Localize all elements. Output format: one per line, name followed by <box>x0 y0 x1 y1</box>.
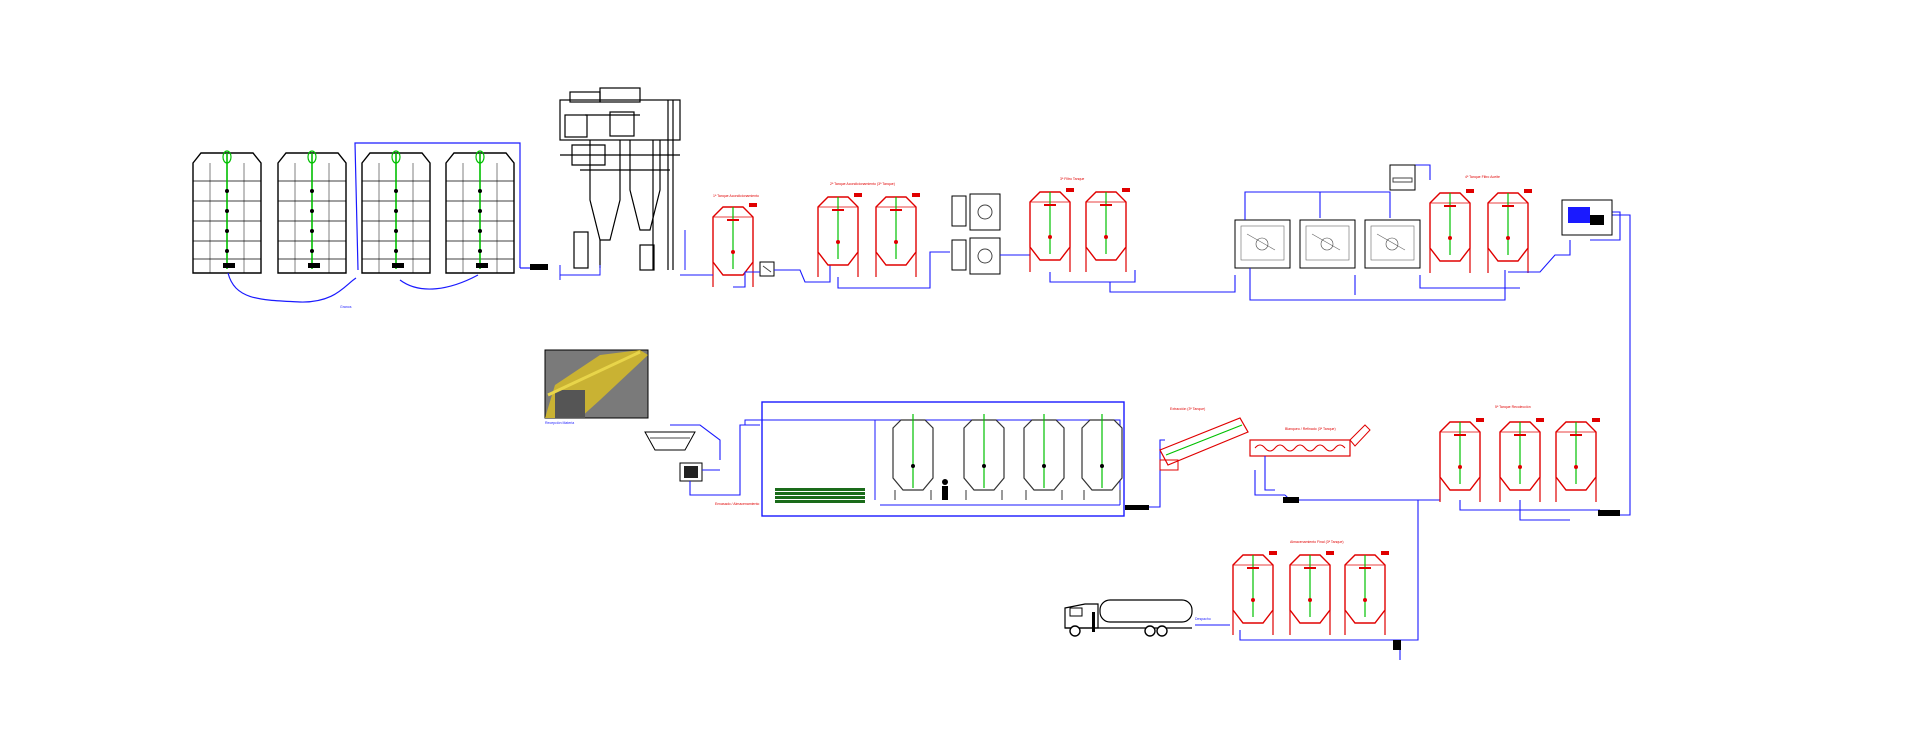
red-group-9-label: Almacenamiento Final (3ª Tanque) <box>1290 540 1344 544</box>
photo-icon <box>544 349 649 419</box>
pipe-segment <box>1264 456 1441 501</box>
conveyor-icon <box>644 431 703 482</box>
tank-icon <box>1029 187 1131 273</box>
tank-icon <box>1429 188 1533 274</box>
tank-icon <box>1439 417 1601 503</box>
pump-icon <box>1561 199 1613 236</box>
pipe-segment <box>1149 439 1285 508</box>
red-group-7-label: Extracción (3ª Tanque) <box>1170 407 1205 411</box>
heat-exchanger <box>775 488 865 503</box>
filter-press-icon <box>951 193 1001 275</box>
processing-tower <box>559 87 681 271</box>
pipe-segment <box>1244 164 1520 301</box>
red-group-2-label: 2ª Tanque Acondicionamiento (3ª Tanque) <box>830 182 895 186</box>
pipe-segment <box>1195 624 1401 660</box>
pipe-segment <box>670 424 760 496</box>
conveyor-icon <box>1159 417 1371 471</box>
pump-icon <box>530 264 548 270</box>
silo-pipe-label: Granos <box>340 305 352 309</box>
pipe-segment <box>680 265 831 288</box>
pump-icon <box>1393 640 1401 650</box>
pump-icon <box>1598 510 1620 516</box>
operator <box>942 479 948 500</box>
pipe-segment <box>837 251 950 289</box>
ctrl-unit <box>1234 219 1421 269</box>
pipe-segment <box>1049 270 1236 293</box>
pipe-segment <box>1508 211 1631 516</box>
silo-icon <box>192 150 515 274</box>
truck-icon <box>1064 599 1193 637</box>
red-group-1-label: 1ª Tanque Acondicionamiento <box>713 194 759 198</box>
tank-icon <box>892 413 1123 501</box>
tank-icon <box>712 202 758 288</box>
red-group-3-label: 3ª Filtro Tanque <box>1060 177 1084 181</box>
red-group-5-label: 5ª Tanque Recolección <box>1495 405 1531 409</box>
pipe-segment <box>1400 500 1600 641</box>
tank-icon <box>1232 550 1390 636</box>
tower-blue-pipes <box>559 230 686 280</box>
truck-label: Despacho <box>1195 617 1211 621</box>
red-group-4-label: 4ª Tanque Filtro Aceite <box>1465 175 1500 179</box>
pump-icon <box>1283 497 1299 503</box>
filter-press-icon <box>759 261 775 277</box>
silo-pipe <box>227 142 530 303</box>
photo-caption: Recepción Materia <box>545 421 574 425</box>
process-enclosure <box>761 401 1125 517</box>
tank-icon <box>817 192 921 278</box>
pump-icon <box>1125 505 1149 510</box>
red-group-6-label: Envasado / Almacenamiento <box>715 502 759 506</box>
red-group-8-label: Blanqueo / Refinado (3ª Tanque) <box>1285 427 1336 431</box>
